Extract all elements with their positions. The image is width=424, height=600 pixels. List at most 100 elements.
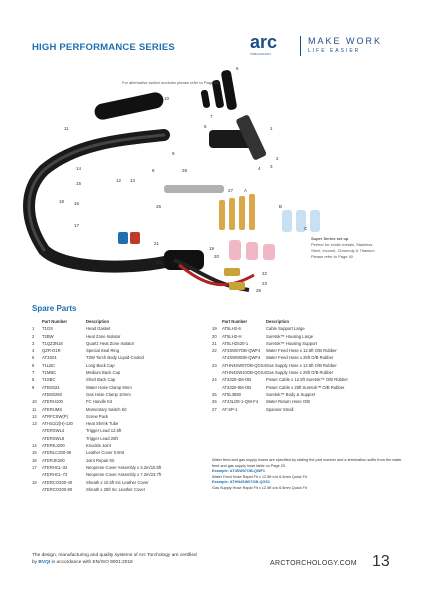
callout-2: 2 xyxy=(276,156,279,161)
table-row: 19 AT5LH2-6 Cable Support Large xyxy=(212,325,402,332)
part-description: T3W Torch Body Liquid-Cooled xyxy=(86,355,144,361)
part-description: Spanner Small xyxy=(266,406,294,412)
item-number: 2 xyxy=(32,333,35,339)
callout-1: 1 xyxy=(270,126,273,131)
part-description: Water Feed Hose x 12.5ft O/B Rubber xyxy=(266,348,337,354)
website-link[interactable]: ARCTORCHOLOGY.COM xyxy=(270,560,357,567)
part-number-header: Part Number xyxy=(222,319,248,324)
part-number: AT3320-8M-OB xyxy=(222,384,252,390)
callout-B: B xyxy=(279,204,282,209)
item-number: 4 xyxy=(32,348,35,354)
footer-line-2: by BVQI in accordance with EN/ISO 9001:2… xyxy=(32,559,197,566)
brass-connector-2 xyxy=(229,282,245,290)
item-number: 20 xyxy=(212,333,217,339)
callout-20: 20 xyxy=(214,254,220,259)
part-number: T1QZ3N18 xyxy=(42,340,63,346)
part-description: Heat Zone Isolator xyxy=(86,333,121,339)
page-title: HIGH PERFORMANCE SERIES xyxy=(32,42,175,53)
part-number: ATERKJ200 xyxy=(42,443,65,449)
part-number: AT3320-4M-OB xyxy=(222,377,252,383)
cable-highlight xyxy=(27,133,166,252)
callout-6: 6 xyxy=(236,66,239,71)
part-number: AT4SW08OB-QWF4 xyxy=(222,355,261,361)
example-2-desc: Gas Supply Hose Rapid Fit x 12.5ft c/w 6… xyxy=(212,485,307,490)
part-description: Joint Repair Kit xyxy=(86,457,115,463)
part-number: AT5LH2-6 xyxy=(222,326,241,332)
item-number: 17 xyxy=(32,464,37,470)
item-number: 21 xyxy=(212,340,217,346)
part-number: ATERSWL8 xyxy=(42,435,65,441)
part-description: Sheath x 10.5ft Inc Leather Cover xyxy=(86,479,149,485)
part-number-header: Part Number xyxy=(42,319,68,324)
footer-line-1: The design, manufacturing and quality sy… xyxy=(32,553,197,558)
footer-suffix: in accordance with EN/ISO 9001:2015 xyxy=(50,560,133,565)
spare-parts-table-right: Part Number Description 19 AT5LH2-6 Cable … xyxy=(212,318,402,413)
item-number: 26 xyxy=(212,399,217,405)
part-description: Cable Support Large xyxy=(266,326,305,332)
item-number: 9 xyxy=(32,384,35,390)
part-description: Water Hose Clamp 9mm xyxy=(86,384,132,390)
cable-assembly xyxy=(23,129,180,273)
callout-13: 13 xyxy=(130,178,136,183)
callout-21: 21 xyxy=(154,241,160,246)
item-number xyxy=(32,486,42,493)
callout-22: 22 xyxy=(262,271,268,276)
part-description: Head Gasket xyxy=(86,326,111,332)
example-2-label: Example: ATHN4SW07OB-QGS1 xyxy=(212,480,271,485)
part-number: ATERUMS xyxy=(42,406,63,412)
callout-7: 7 xyxy=(210,114,213,119)
item-number: 6 xyxy=(32,362,35,368)
table-row: 6 T1LBC Long Back Cap xyxy=(32,362,202,369)
part-description: Gas Hose Clamp 10mm xyxy=(86,391,131,397)
item-number: 19 xyxy=(212,326,217,332)
switch-module-note: For alternative switch modules please re… xyxy=(122,80,219,85)
callout-25: 25 xyxy=(156,204,162,209)
spanner xyxy=(164,185,224,193)
item-number: 8 xyxy=(32,377,35,383)
part-description: Medium Back Cap xyxy=(86,370,121,376)
logo-wordmark: arc xyxy=(250,32,278,52)
certifier-name: BVQI xyxy=(38,560,51,565)
callout-A: A xyxy=(244,188,247,193)
page-number: 13 xyxy=(372,553,390,570)
item-number: 14 xyxy=(32,443,37,449)
table-header: Part Number Description xyxy=(32,318,202,325)
item-number: 13 xyxy=(32,421,37,427)
part-number: T1GS xyxy=(42,326,53,332)
part-number: AT-SP-1 xyxy=(222,406,238,412)
callout-11: 11 xyxy=(64,126,69,131)
callout-14: 14 xyxy=(76,166,82,171)
part-number: QZR-D1R xyxy=(42,348,61,354)
item-number: 12 xyxy=(32,413,37,419)
part-number: ATBS0250 xyxy=(42,391,62,397)
certification-footer: The design, manufacturing and quality sy… xyxy=(32,552,197,566)
part-description: Short Back Cap xyxy=(86,377,116,383)
logo-subtext: TORCHOLOGY xyxy=(250,52,272,56)
callout-C: C xyxy=(304,226,308,231)
part-description: Heat Shrink Tube xyxy=(86,421,119,427)
part-description: Trigger Lead 12.5ft xyxy=(86,428,122,434)
table-header: Part Number Description xyxy=(212,318,402,325)
part-description: Neoprene Cover Assembly x 3.2m/10.5ft xyxy=(86,464,162,470)
part-description: FC Handle Kit xyxy=(86,399,113,405)
part-description: Long Back Cap xyxy=(86,362,115,368)
item-number: 16 xyxy=(32,457,37,463)
part-number: T1MBC xyxy=(42,370,57,376)
example-1-desc: Water Feed Hose Rapid Fit x 12.5ft c/w 6… xyxy=(212,474,307,479)
item-number xyxy=(32,391,42,398)
part-number: T1LBC xyxy=(42,362,56,368)
suretok-housing xyxy=(164,250,204,270)
gas-lens-cups xyxy=(282,210,320,232)
item-number xyxy=(212,384,222,391)
